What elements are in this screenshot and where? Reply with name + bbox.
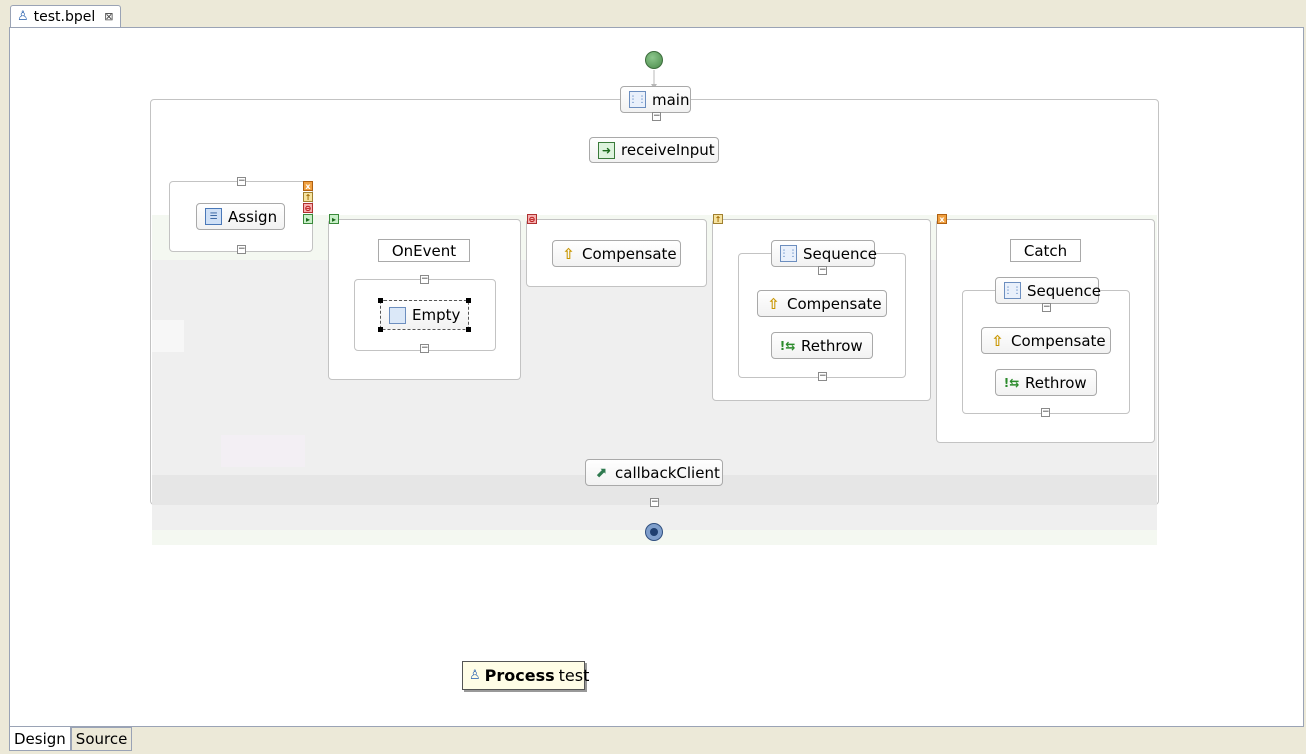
collapse-toggle[interactable]: − xyxy=(237,176,246,186)
process-name: test xyxy=(558,666,590,685)
editor-view-tabs: Design Source xyxy=(9,727,133,751)
activity-label: Compensate xyxy=(1011,331,1106,350)
selection-handle[interactable] xyxy=(466,327,471,332)
process-icon: ♙ xyxy=(469,668,481,683)
compensate-arrow-icon: ⇧ xyxy=(562,244,575,263)
main-sequence-activity[interactable]: ⋮⋮ main xyxy=(620,86,691,113)
sequence-icon: ⋮⋮ xyxy=(629,91,647,108)
sequence-icon: ⋮⋮ xyxy=(1004,282,1022,299)
selection-handle[interactable] xyxy=(466,298,471,303)
editor-tab-test-bpel[interactable]: ♙ test.bpel ⊠ xyxy=(10,5,121,27)
process-keyword: Process xyxy=(484,666,555,685)
callback-client-activity[interactable]: ⬈ callbackClient xyxy=(585,459,723,486)
event-handler-icon[interactable]: ▸ xyxy=(303,214,313,224)
collapse-toggle[interactable]: − xyxy=(818,265,827,275)
receive-input-activity[interactable]: ➜ receiveInput xyxy=(589,137,719,163)
rethrow-activity[interactable]: !⇆ Rethrow xyxy=(995,369,1097,396)
assign-activity[interactable]: ☰ Assign xyxy=(196,203,285,230)
activity-label: Sequence xyxy=(803,244,877,263)
receive-icon: ➜ xyxy=(598,141,615,159)
compensate-activity[interactable]: ⇧ Compensate xyxy=(981,327,1111,354)
activity-label: Rethrow xyxy=(1025,373,1087,392)
activity-label: callbackClient xyxy=(615,463,720,482)
compensate-activity[interactable]: ⇧ Compensate xyxy=(757,290,887,317)
collapse-toggle[interactable]: − xyxy=(1042,302,1051,312)
activity-label: main xyxy=(652,90,690,109)
termination-handler-icon: ⊖ xyxy=(527,214,537,224)
activity-label: Sequence xyxy=(1027,281,1101,300)
invoke-icon: ⬈ xyxy=(595,464,608,481)
termination-handler-icon[interactable]: ⊖ xyxy=(303,203,313,213)
compensation-handler-icon[interactable]: ↑ xyxy=(303,192,313,202)
sequence-activity[interactable]: ⋮⋮ Sequence xyxy=(995,277,1101,304)
collapse-toggle[interactable]: − xyxy=(1041,407,1050,417)
activity-label: Assign xyxy=(228,207,278,226)
activity-label: Rethrow xyxy=(801,336,863,355)
process-label[interactable]: ♙ Process test xyxy=(462,661,589,690)
collapse-toggle[interactable]: − xyxy=(818,371,827,381)
activity-label: receiveInput xyxy=(621,141,715,159)
rethrow-activity[interactable]: !⇆ Rethrow xyxy=(771,332,873,359)
close-icon[interactable]: ⊠ xyxy=(104,10,114,23)
rethrow-icon: !⇆ xyxy=(779,338,796,353)
activity-label: Empty xyxy=(412,306,461,324)
selection-handle[interactable] xyxy=(378,298,383,303)
collapse-toggle[interactable]: − xyxy=(650,497,659,507)
empty-activity[interactable]: Empty xyxy=(380,300,469,330)
sequence-activity[interactable]: ⋮⋮ Sequence xyxy=(771,240,877,267)
collapse-toggle[interactable]: − xyxy=(420,274,429,284)
compensate-arrow-icon: ⇧ xyxy=(767,294,780,313)
collapse-toggle[interactable]: − xyxy=(652,111,661,121)
compensate-arrow-icon: ⇧ xyxy=(991,331,1004,350)
event-handler-icon: ▸ xyxy=(329,214,339,224)
selection-handle[interactable] xyxy=(378,327,383,332)
collapse-toggle[interactable]: − xyxy=(420,343,429,353)
tab-source[interactable]: Source xyxy=(70,727,133,751)
tab-design[interactable]: Design xyxy=(9,727,71,751)
fault-handler-icon[interactable]: x xyxy=(303,181,313,191)
assign-icon: ☰ xyxy=(205,208,222,225)
compensate-activity[interactable]: ⇧ Compensate xyxy=(552,240,681,267)
fault-handler-icon: x xyxy=(937,214,947,224)
activity-label: Compensate xyxy=(787,294,882,313)
activity-label: Compensate xyxy=(582,244,677,263)
compensation-handler-icon: ↑ xyxy=(713,214,723,224)
editor-tab-label: test.bpel xyxy=(33,8,96,25)
rethrow-icon: !⇆ xyxy=(1003,375,1020,390)
process-icon: ♙ xyxy=(17,9,29,24)
onevent-label[interactable]: OnEvent xyxy=(378,239,470,262)
start-node-icon[interactable] xyxy=(645,51,663,69)
end-node-icon[interactable] xyxy=(645,523,663,541)
empty-icon xyxy=(389,306,406,324)
collapse-toggle[interactable]: − xyxy=(237,244,246,254)
catch-label[interactable]: Catch xyxy=(1010,239,1081,262)
sequence-icon: ⋮⋮ xyxy=(780,245,798,262)
